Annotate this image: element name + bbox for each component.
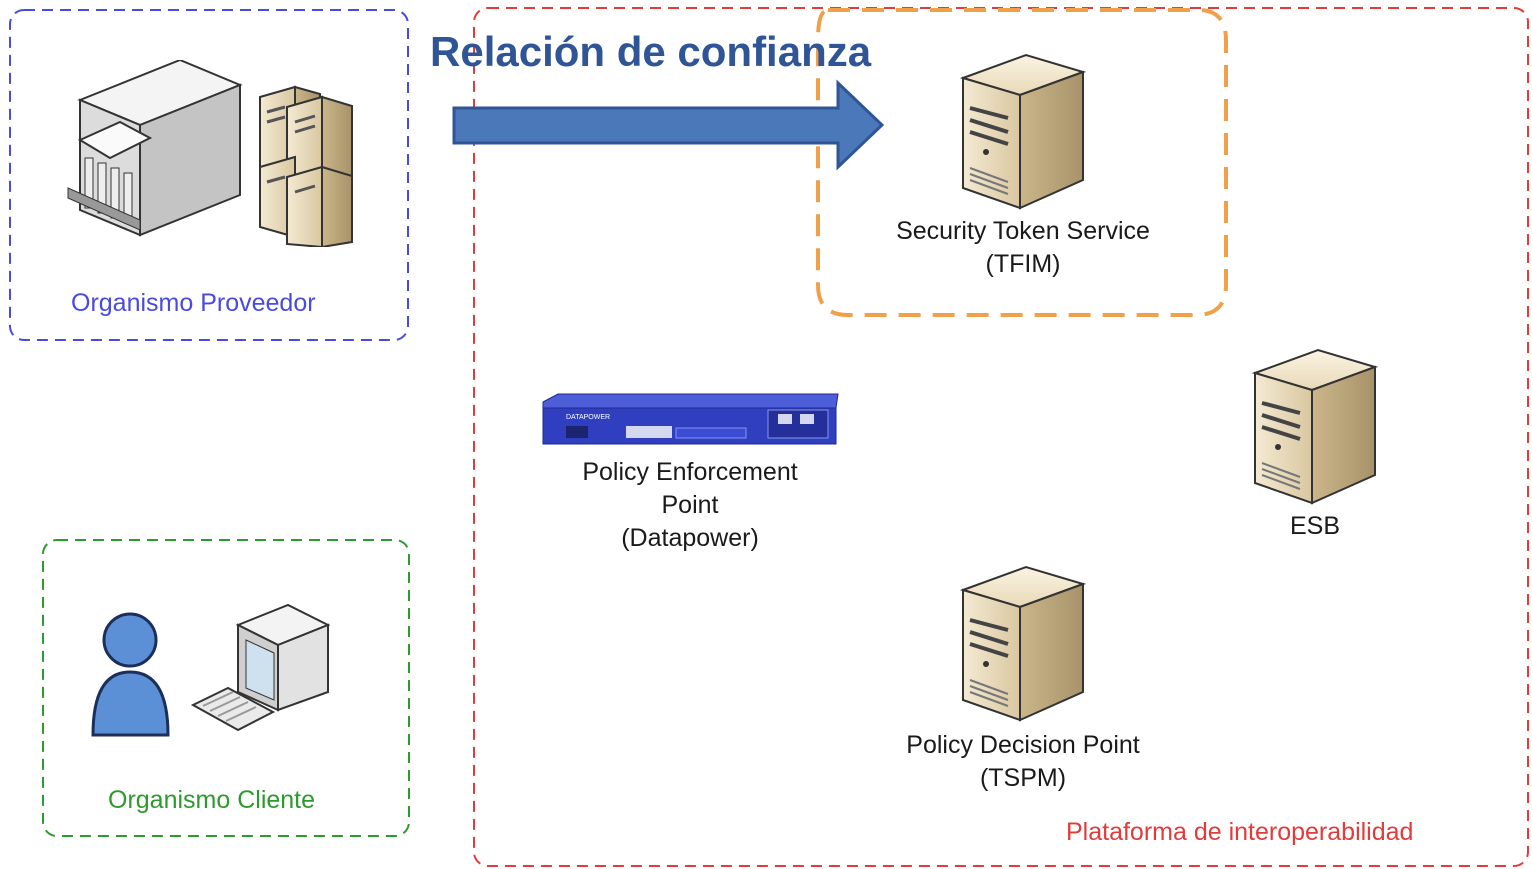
platform-group-label: Plataforma de interoperabilidad — [1066, 818, 1414, 846]
pep-appliance-icon: DATAPOWER — [542, 393, 839, 445]
client-user-icon — [91, 603, 331, 737]
pep-label: Policy Enforcement Point (Datapower) — [582, 458, 798, 552]
sts-label: Security Token Service (TFIM) — [896, 217, 1150, 278]
client-group-label: Organismo Cliente — [108, 786, 316, 814]
pdp-server-icon — [959, 565, 1087, 722]
provider-building-icon — [67, 60, 243, 237]
provider-servers-icon — [259, 85, 353, 247]
esb-server-icon — [1251, 348, 1379, 505]
sts-server-icon — [959, 53, 1087, 210]
client-group-border — [42, 539, 410, 837]
trust-highlight-border — [816, 8, 1228, 317]
provider-group-border — [9, 9, 409, 341]
esb-label: ESB — [1289, 512, 1341, 540]
trust-arrow — [452, 79, 885, 171]
svg-text:DATAPOWER: DATAPOWER — [566, 414, 610, 421]
diagram-title: Relación de confianza — [430, 28, 872, 75]
pdp-label: Policy Decision Point (TSPM) — [906, 731, 1140, 792]
provider-group-label: Organismo Proveedor — [71, 289, 316, 317]
